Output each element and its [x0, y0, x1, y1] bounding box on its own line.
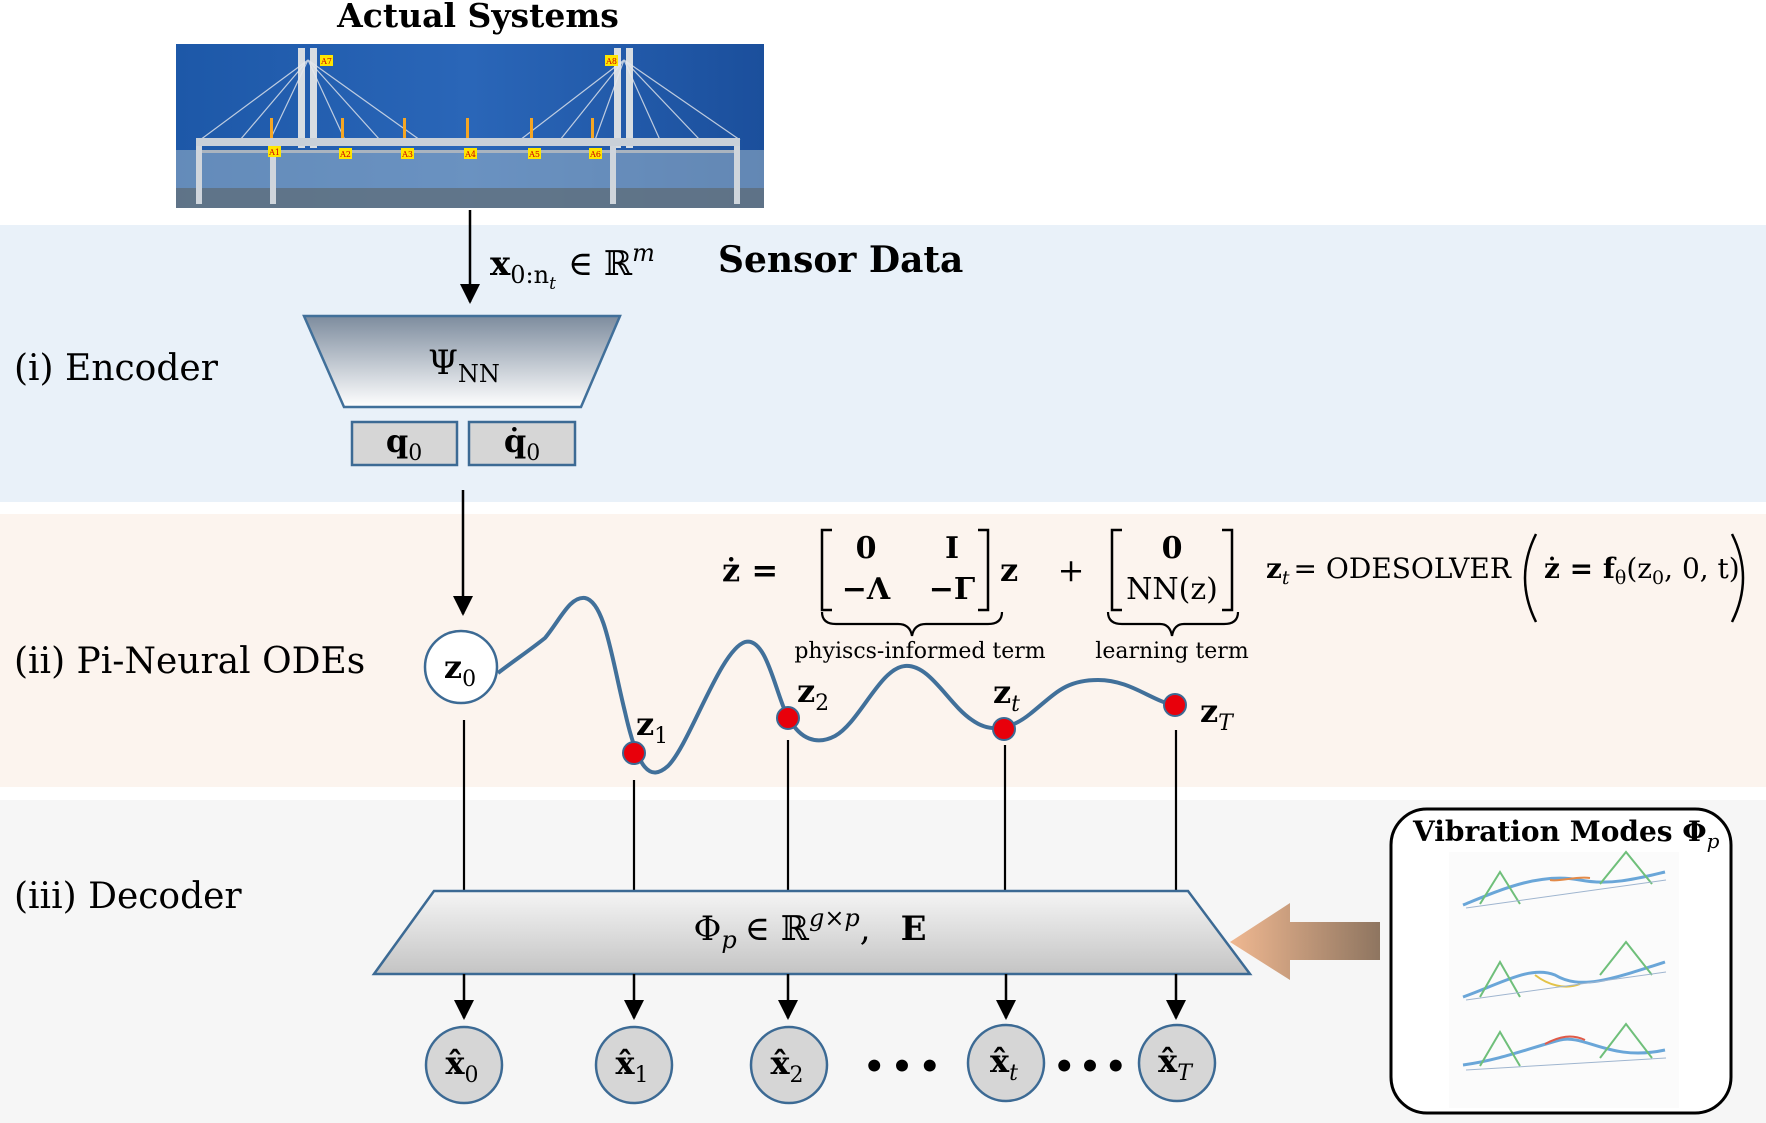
encoder-symbol: ΨNN: [428, 343, 500, 388]
sensor-tag-a5: A5: [528, 150, 540, 159]
ode-label: (ii) Pi-Neural ODEs: [14, 641, 365, 682]
q0-label: q0: [386, 422, 422, 466]
encoder-block: [302, 314, 622, 409]
qdot0-box: [467, 420, 577, 467]
q0-box: [350, 420, 459, 467]
zT-point: [1163, 693, 1187, 717]
ode-equation: ż = 0 I −Λ −Γ z + 0 NN(z) phyiscs-inform…: [722, 528, 1745, 664]
ode-solver-argument: ż = fθ(z0, 0, t): [1544, 552, 1740, 589]
mode-shape-plots: [1449, 850, 1679, 1108]
xT-node: [1137, 1023, 1217, 1103]
sensor-data-label: Sensor Data: [718, 239, 963, 281]
ode-lhs: ż =: [722, 551, 778, 589]
x2-node: [749, 1025, 829, 1105]
matrix-tail: z: [1000, 551, 1018, 589]
modes-arrow: [1230, 903, 1380, 980]
sensor-tag-a8: A8: [605, 57, 617, 66]
ode-band: [0, 514, 1766, 787]
matrix-entry-lambda: −Λ: [842, 572, 891, 607]
plus-sign: +: [1058, 551, 1085, 589]
sensor-tag-a4: A4: [464, 150, 476, 159]
sensor-tag-a3: A3: [401, 150, 413, 159]
x1-label: x̂1: [615, 1044, 648, 1088]
qdot0-label: q̇0: [504, 422, 540, 466]
sensor-tag-a2: A2: [339, 150, 351, 159]
matrix-entry-i: I: [945, 531, 959, 566]
z1-label: z1: [636, 705, 668, 749]
encoder-label: (i) Encoder: [14, 348, 219, 389]
x2-label: x̂2: [770, 1044, 803, 1088]
sensor-tag-a1: A1: [268, 148, 280, 157]
z0-node: [423, 629, 499, 705]
encoder-band: [0, 225, 1766, 502]
decoder-input-lines: [462, 720, 1178, 891]
zt-point: [992, 717, 1016, 741]
ellipsis-right: •••: [1053, 1047, 1130, 1087]
output-nodes: x̂0 x̂1 x̂2 x̂t x̂T: [424, 1023, 1217, 1105]
modes-title: Vibration Modes Φp: [1412, 815, 1720, 853]
sensor-tag-a6: A6: [589, 150, 601, 159]
z2-point: [776, 706, 800, 730]
zT-label: zT: [1200, 692, 1235, 736]
xT-label: x̂T: [1158, 1042, 1194, 1086]
nn-vector-zero: 0: [1162, 531, 1183, 566]
x1-node: [594, 1025, 674, 1105]
matrix-entry-gamma: −Γ: [929, 572, 975, 607]
nn-vector-term: NN(z): [1126, 572, 1218, 607]
learning-term-label: learning term: [1095, 639, 1249, 664]
zt-label: zt: [993, 673, 1020, 717]
x0-node: [424, 1025, 504, 1105]
bridge-photo: A7 A8 A1 A2 A3 A4 A5 A6: [176, 44, 764, 208]
x0-label: x̂0: [445, 1044, 478, 1088]
title: Actual Systems: [336, 0, 619, 35]
latent-trajectory: [496, 595, 1177, 775]
z1-point: [622, 741, 646, 765]
physics-term-label: phyiscs-informed term: [794, 639, 1045, 664]
input-notation: x0:nt∈ ℝm: [490, 239, 655, 294]
ellipsis-left: •••: [863, 1047, 946, 1087]
decoder-symbol: Φp∈ ℝg×p,E: [693, 904, 926, 954]
matrix-entry-0: 0: [856, 531, 877, 566]
output-arrows: [454, 974, 1186, 1020]
decoder-label: (iii) Decoder: [14, 876, 242, 917]
xt-label: x̂t: [990, 1042, 1018, 1086]
ode-solver-expression: zt= ODESOLVER: [1266, 552, 1512, 589]
z2-label: z2: [797, 672, 829, 716]
z0-label: z0: [444, 648, 476, 692]
sensor-tag-a7: A7: [320, 57, 332, 66]
decoder-block: [371, 889, 1253, 976]
xt-node: [966, 1023, 1046, 1103]
